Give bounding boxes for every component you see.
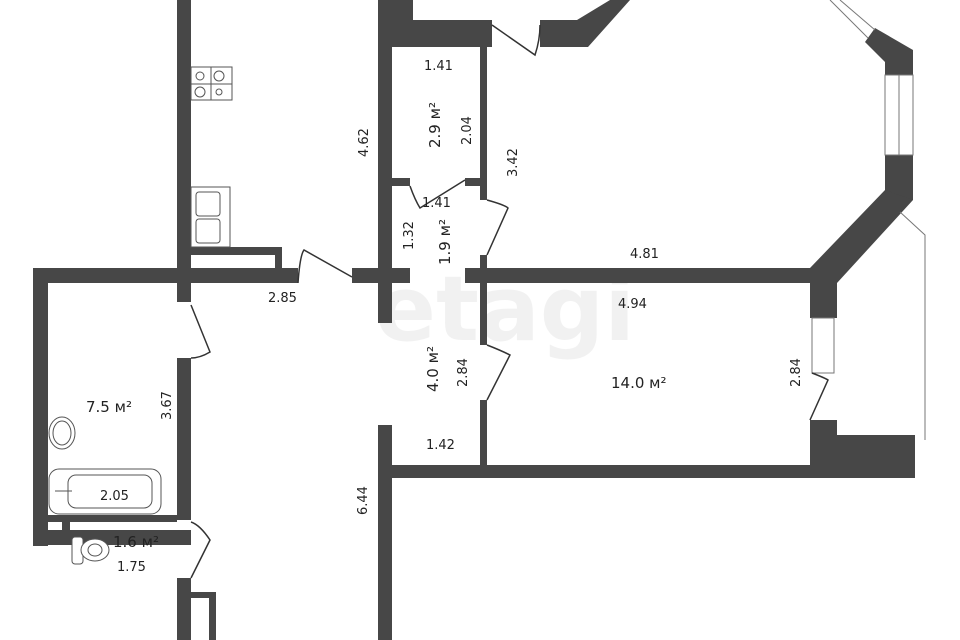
kitchen-width: 2.85 — [268, 291, 297, 306]
closet-length: 2.04 — [460, 116, 475, 145]
corridor-width: 1.42 — [426, 438, 455, 453]
sink-icon — [190, 186, 231, 248]
small-hall-width: 1.41 — [422, 196, 451, 211]
closet-area: 2.9 м² — [426, 102, 444, 148]
bathtub-icon — [48, 468, 162, 515]
windows — [811, 0, 926, 440]
living-room-length: 4.81 — [630, 247, 659, 262]
walls — [33, 0, 915, 640]
corridor-area: 4.0 м² — [424, 346, 442, 392]
stove-icon — [190, 66, 233, 101]
corridor-length: 2.84 — [456, 358, 471, 387]
bathroom-area: 7.5 м² — [86, 398, 132, 416]
doors — [190, 24, 829, 579]
kitchen-length: 4.62 — [357, 128, 372, 157]
washbasin-icon — [48, 416, 76, 450]
small-hall-area: 1.9 м² — [436, 219, 454, 265]
toilet-area: 1.6 м² — [113, 533, 159, 551]
hallway-length: 6.44 — [356, 486, 371, 515]
bedroom-area: 14.0 м² — [611, 374, 667, 392]
bedroom-length: 2.84 — [789, 358, 804, 387]
small-hall-length: 1.32 — [402, 221, 417, 250]
living-room-width: 3.42 — [506, 148, 521, 177]
toilet-width: 1.75 — [117, 560, 146, 575]
bathtub-length: 2.05 — [100, 489, 129, 504]
closet-width: 1.41 — [424, 59, 453, 74]
bathroom-length: 3.67 — [160, 391, 175, 420]
toilet-icon — [71, 536, 110, 565]
fixtures — [48, 66, 233, 565]
bedroom-width: 4.94 — [618, 297, 647, 312]
room-labels: 2.9 м² 1.41 2.04 1.9 м² 1.41 1.32 4.0 м²… — [86, 59, 804, 575]
